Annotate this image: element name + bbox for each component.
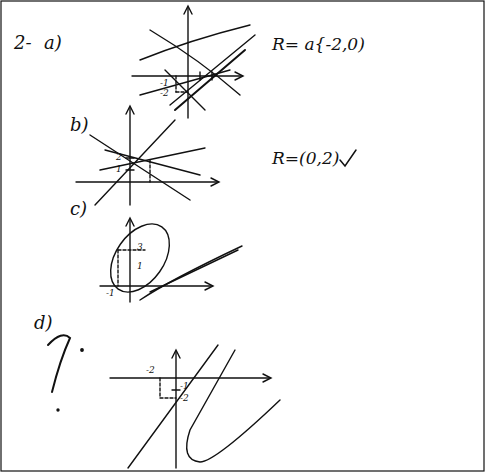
tick-label: -1 <box>180 382 189 391</box>
tick-label: 2 <box>116 153 122 162</box>
answer-text: R= a{-2,0) <box>272 36 365 53</box>
tick-label: -1 <box>106 289 115 298</box>
graph-a <box>132 6 255 118</box>
tick-label: 1 <box>116 165 122 174</box>
tick-label: -1 <box>160 79 169 88</box>
tick-label: 1 <box>137 262 143 271</box>
part-label: d) <box>34 314 53 332</box>
part-label: c) <box>70 200 87 218</box>
graph-c <box>99 213 242 303</box>
graph-b <box>76 106 219 205</box>
scribble <box>48 335 70 392</box>
part-label: a) <box>44 34 62 52</box>
tick-label: 3 <box>137 243 143 252</box>
graph-d <box>110 345 280 468</box>
problem-number: 2- <box>14 34 32 52</box>
answer-text: R=(0,2) <box>272 150 339 167</box>
tick-label: -2 <box>146 366 155 375</box>
part-label: b) <box>70 116 89 134</box>
check-mark <box>340 150 356 166</box>
tick-label: -2 <box>160 89 169 98</box>
tick-label: -2 <box>180 394 189 403</box>
